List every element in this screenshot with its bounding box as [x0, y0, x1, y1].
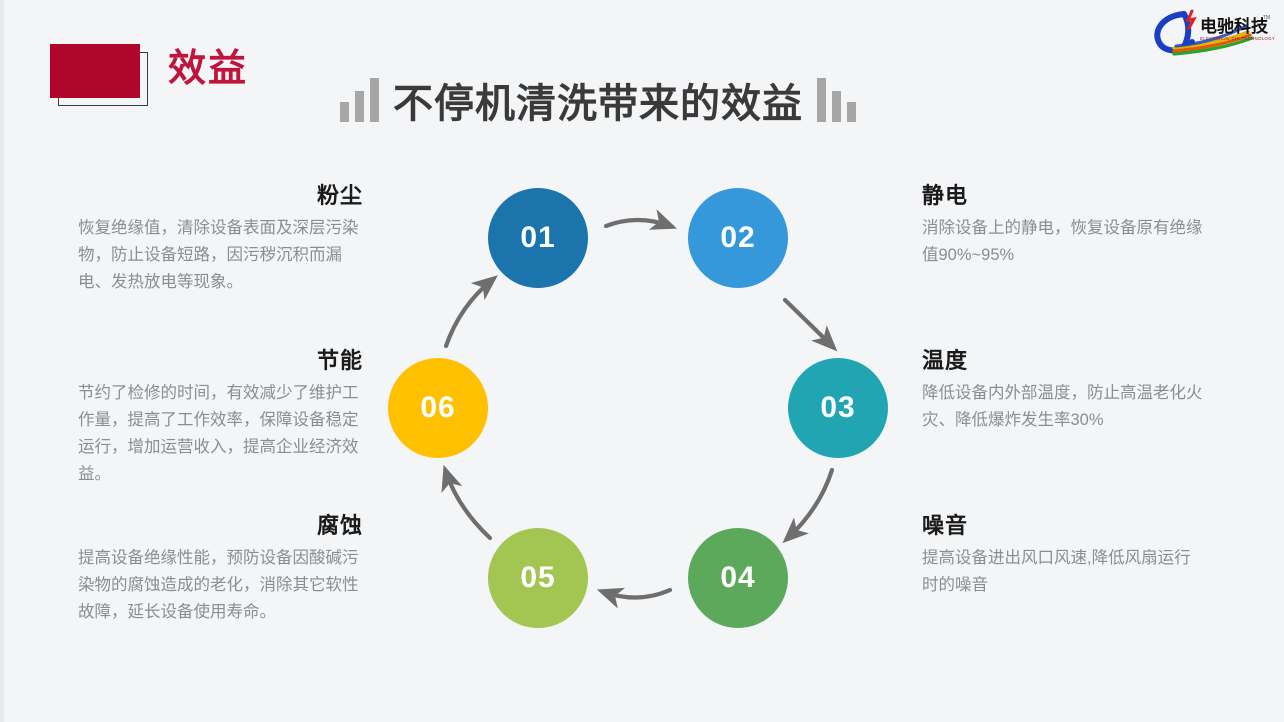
benefit-block-dust: 粉尘 恢复绝缘值，清除设备表面及深层污染物，防止设备短路，因污秽沉积而漏电、发热… [78, 183, 363, 296]
left-edge-strip [0, 0, 4, 722]
benefit-block-noise: 噪音 提高设备进出风口风速,降低风扇运行时的噪音 [922, 513, 1207, 599]
cycle-diagram: 01 02 03 04 05 06 [370, 170, 910, 650]
logo-trademark-text: TM [1263, 15, 1270, 21]
section-badge [50, 44, 150, 106]
cycle-node-02[interactable]: 02 [688, 188, 788, 288]
benefit-body-corrosion: 提高设备绝缘性能，预防设备因酸碱污染物的腐蚀造成的老化，消除其它软性故障，延长设… [78, 549, 359, 621]
arrow-04-to-05 [596, 587, 673, 609]
benefit-heading-noise: 噪音 [922, 513, 969, 538]
cycle-node-03[interactable]: 03 [788, 358, 888, 458]
benefit-body-temperature: 降低设备内外部温度，防止高温老化火灾、降低爆炸发生率30% [922, 384, 1203, 430]
cycle-node-06[interactable]: 06 [388, 358, 488, 458]
logo-en-text: ELECTRICAL CHI TECHNOLOGY [1200, 36, 1275, 41]
section-badge-label: 效益 [168, 48, 249, 90]
benefit-body-energy: 节约了检修的时间，有效减少了维护工作量，提高了工作效率，保障设备稳定运行，增加运… [78, 384, 359, 483]
benefit-block-temperature: 温度 降低设备内外部温度，防止高温老化火灾、降低爆炸发生率30% [922, 348, 1207, 434]
benefit-heading-energy: 节能 [316, 348, 363, 373]
benefit-heading-corrosion: 腐蚀 [316, 513, 363, 538]
logo-cn-text: 电驰科技 [1200, 16, 1269, 36]
company-logo: 电驰科技 ELECTRICAL CHI TECHNOLOGY TM [1144, 2, 1276, 60]
cycle-node-05[interactable]: 05 [488, 528, 588, 628]
cycle-node-01[interactable]: 01 [488, 188, 588, 288]
cycle-node-04[interactable]: 04 [688, 528, 788, 628]
benefit-block-corrosion: 腐蚀 提高设备绝缘性能，预防设备因酸碱污染物的腐蚀造成的老化，消除其它软性故障，… [78, 513, 363, 626]
benefit-heading-dust: 粉尘 [316, 183, 363, 208]
cycle-arrows [441, 209, 838, 609]
arrow-05-to-06 [441, 464, 493, 541]
badge-fill-shape [50, 44, 140, 98]
logo-mark-icon: 电驰科技 ELECTRICAL CHI TECHNOLOGY TM [1154, 9, 1275, 56]
bar-chart-decoration-left-icon [340, 76, 379, 126]
benefit-body-static: 消除设备上的静电，恢复设备原有绝缘值90%~95% [922, 219, 1203, 265]
arrow-06-to-01 [443, 275, 498, 349]
arrow-02-to-03 [782, 297, 838, 352]
benefit-heading-temperature: 温度 [922, 348, 969, 373]
page-title: 不停机清洗带来的效益 [393, 82, 803, 126]
benefit-heading-static: 静电 [922, 183, 969, 208]
benefit-body-noise: 提高设备进出风口风速,降低风扇运行时的噪音 [922, 549, 1191, 595]
bar-chart-decoration-right-icon [817, 76, 856, 126]
benefit-body-dust: 恢复绝缘值，清除设备表面及深层污染物，防止设备短路，因污秽沉积而漏电、发热放电等… [78, 219, 359, 291]
slide-title-row: 不停机清洗带来的效益 [340, 68, 856, 126]
arrow-03-to-04 [782, 467, 835, 544]
benefit-block-static: 静电 消除设备上的静电，恢复设备原有绝缘值90%~95% [922, 183, 1207, 269]
arrow-01-to-02 [603, 209, 678, 230]
benefit-block-energy: 节能 节约了检修的时间，有效减少了维护工作量，提高了工作效率，保障设备稳定运行，… [78, 348, 363, 487]
